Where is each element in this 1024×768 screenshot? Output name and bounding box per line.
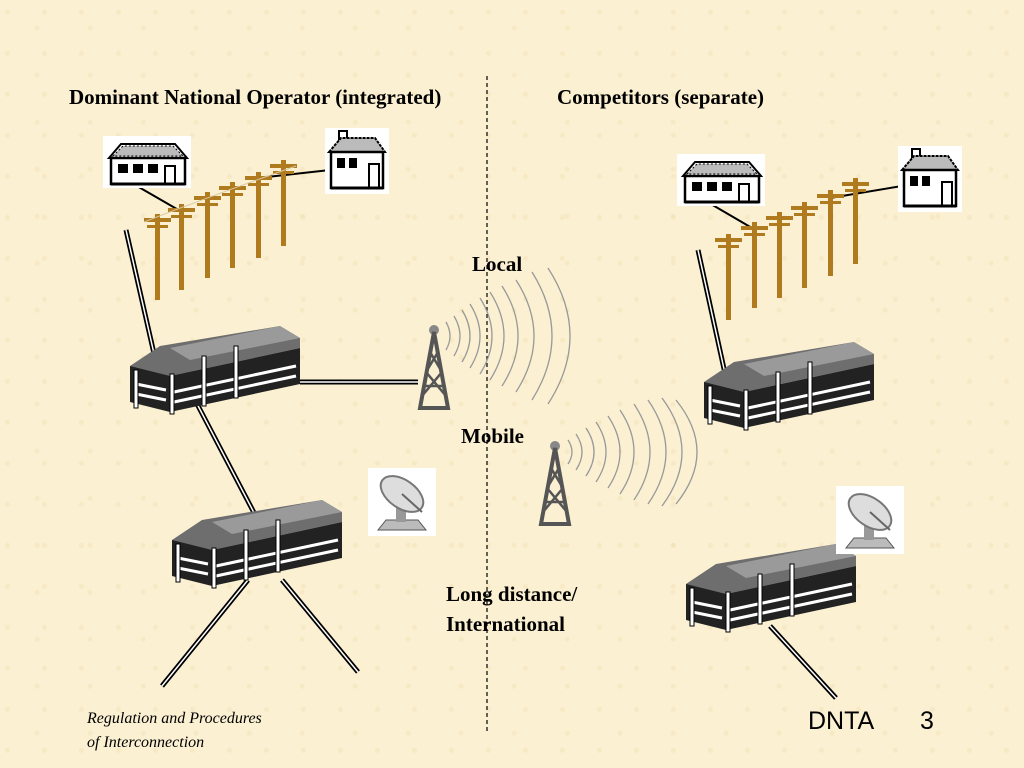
heading-competitors: Competitors (separate) (557, 85, 765, 109)
footer-title: Regulation and Procedures of Interconnec… (87, 707, 262, 755)
label-local: Local (472, 252, 523, 276)
footer-org: DNTA (808, 707, 875, 735)
label-long-distance: Long distance/ (446, 582, 578, 606)
right-network (539, 144, 964, 700)
pole-icon (194, 192, 221, 278)
long-distance-exchange-icon (170, 498, 344, 590)
pole-icon (766, 212, 793, 298)
left-network (101, 126, 571, 688)
footer-title-line1: Regulation and Procedures (87, 710, 262, 727)
radio-waves (445, 267, 571, 405)
pole-icon (144, 214, 171, 300)
label-international: International (446, 612, 566, 636)
local-exchange-icon (128, 324, 302, 416)
long-distance-exchange-icon (684, 542, 858, 634)
satellite-dish-icon (367, 467, 437, 537)
footer-title-line2: of Interconnection (87, 734, 205, 751)
pole-icon (842, 178, 869, 264)
pole-icon (270, 160, 297, 246)
mobile-tower-icon (418, 323, 450, 410)
house-icon (896, 144, 964, 214)
pole-icon (245, 172, 272, 258)
satellite-dish-icon (835, 485, 905, 555)
pole-icon (817, 190, 844, 276)
mobile-tower-icon (539, 439, 571, 526)
pole-icon (715, 234, 742, 320)
house-icon (101, 134, 193, 190)
local-exchange-icon (702, 340, 876, 432)
pole-icon (219, 182, 246, 268)
house-icon (675, 152, 767, 208)
label-mobile: Mobile (461, 424, 524, 448)
pole-icon (791, 202, 818, 288)
house-icon (323, 126, 391, 196)
page-number: 3 (920, 707, 934, 735)
heading-dominant-operator: Dominant National Operator (integrated) (69, 85, 442, 109)
pole-icon (168, 204, 195, 290)
radio-waves (567, 397, 698, 507)
pole-icon (741, 222, 768, 308)
